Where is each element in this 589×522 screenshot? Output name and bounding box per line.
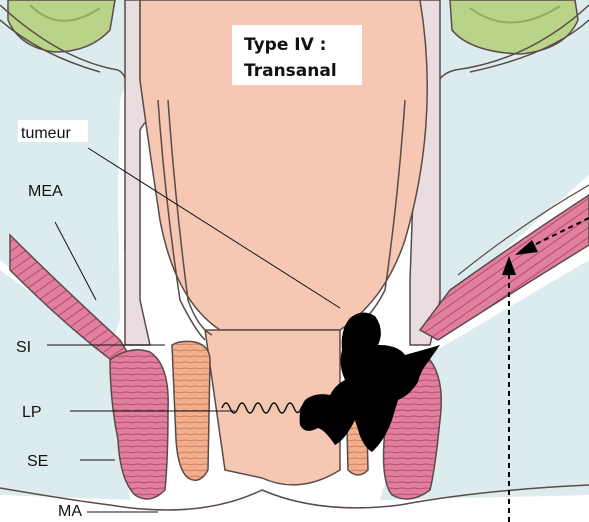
title-line-2: Transanal [244,61,337,81]
label-ma: MA [58,503,82,520]
label-tumeur: tumeur [21,125,71,142]
label-si: SI [16,339,31,356]
label-mea: MEA [28,183,63,200]
title-line-1: Type IV : [244,35,326,55]
label-se: SE [27,453,48,470]
title-box: Type IV : Transanal [232,25,362,85]
label-lp: LP [22,404,42,421]
